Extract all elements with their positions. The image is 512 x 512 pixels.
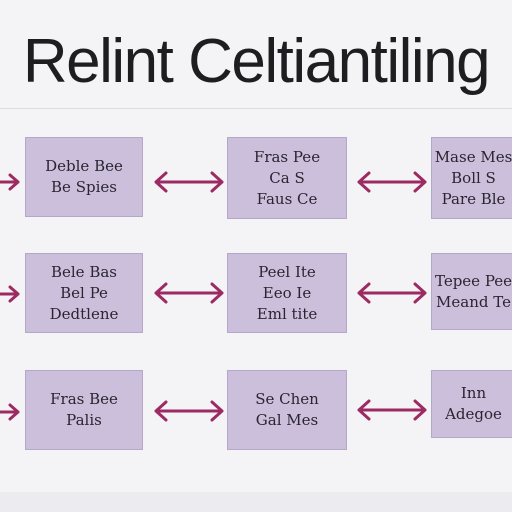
box-text-line: Ca S <box>269 168 305 187</box>
box-text-line: Be Spies <box>51 178 117 196</box>
box-text-line: Boll S <box>451 168 496 187</box>
box-text-line: Bele Bas <box>50 262 117 281</box>
box-text-line: Se Chen <box>255 390 319 408</box>
process-box-r3-c3: Inn Adegoe <box>431 370 512 438</box>
process-box-r1-c2: Fras Pee Ca S Faus Ce <box>227 137 347 219</box>
entry-arrow-r2 <box>0 285 20 303</box>
box-text-line: Dedtlene <box>49 304 119 323</box>
process-box-r3-c2: Se Chen Gal Mes <box>227 370 347 450</box>
process-box-r2-c3: Tepee Pee Meand Te <box>431 253 512 330</box>
process-box-r1-c3: Mase Mes Boll S Pare Ble <box>431 137 512 219</box>
box-text-line: Bel Pe <box>60 283 108 302</box>
box-text-line: Eeo Ie <box>262 283 312 302</box>
footer-band <box>0 492 512 512</box>
process-box-r3-c1: Fras Bee Palis <box>25 370 143 450</box>
title-divider <box>0 108 512 109</box>
process-box-r1-c1: Deble Bee Be Spies <box>25 137 143 217</box>
box-text-line: Meand Te <box>436 292 511 311</box>
double-arrow-r2-a <box>154 282 224 304</box>
double-arrow-r3-b <box>357 399 427 421</box>
double-arrow-r1-b <box>357 171 427 193</box>
box-text-line: Deble Bee <box>45 157 123 175</box>
process-box-r2-c1: Bele Bas Bel Pe Dedtlene <box>25 253 143 333</box>
process-box-r2-c2: Peel Ite Eeo Ie Eml tite <box>227 253 347 333</box>
double-arrow-r3-a <box>154 400 224 422</box>
box-text-line: Adegoe <box>445 405 502 423</box>
box-text-line: Faus Ce <box>256 189 318 208</box>
box-text-line: Peel Ite <box>258 262 316 281</box>
box-text-line: Gal Mes <box>255 411 319 429</box>
box-text-line: Mase Mes <box>434 147 512 166</box>
box-text-line: Pare Ble <box>441 189 506 208</box>
box-text-line: Palis <box>66 411 102 429</box>
entry-arrow-r3 <box>0 403 20 421</box>
double-arrow-r1-a <box>154 171 224 193</box>
double-arrow-r2-b <box>357 282 427 304</box>
box-text-line: Eml tite <box>256 304 318 323</box>
box-text-line: Fras Bee <box>50 390 118 408</box>
box-text-line: Fras Pee <box>253 147 321 166</box>
box-text-line: Tepee Pee <box>434 271 512 290</box>
box-text-line: Inn <box>460 384 487 402</box>
entry-arrow-r1 <box>0 173 20 191</box>
diagram-title: Relint Celtiantiling <box>22 27 491 96</box>
